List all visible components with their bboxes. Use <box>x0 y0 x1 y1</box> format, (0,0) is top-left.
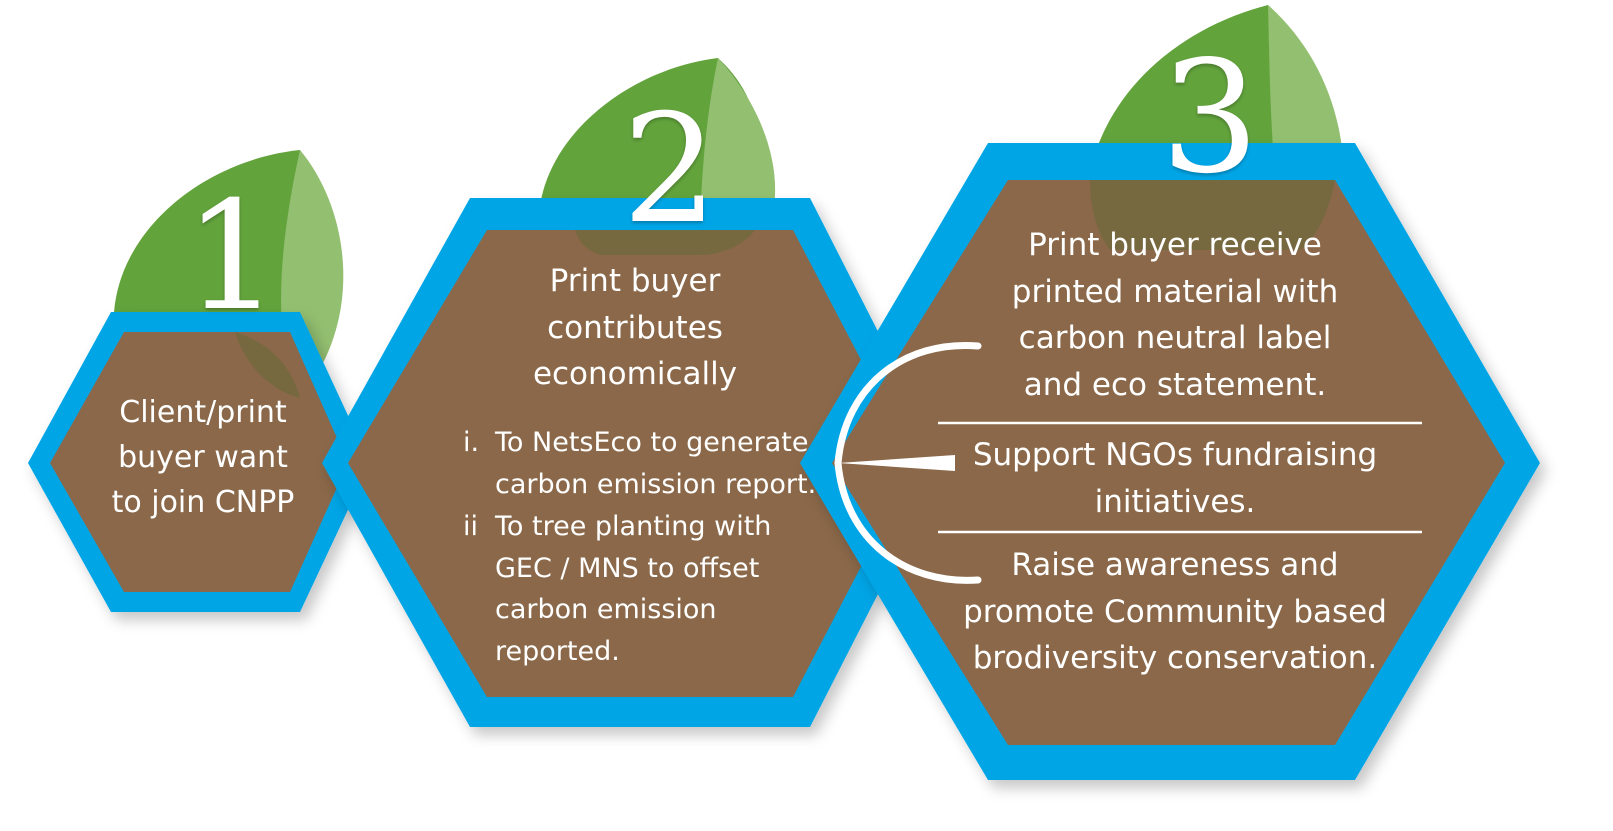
step-2-heading-line: contributes <box>547 309 723 346</box>
benefit-line: Raise awareness and <box>1011 547 1339 583</box>
step-1-text: Client/print buyer want to join CNPP <box>88 390 318 525</box>
list-item-line: carbon emission report. <box>495 468 817 500</box>
list-marker: ii <box>463 510 479 542</box>
step-2-heading-line: economically <box>532 356 738 392</box>
benefit-line: brodiversity conservation. <box>972 640 1378 676</box>
step-number-1: 1 <box>184 170 280 344</box>
step-number-3: 3 <box>1160 27 1260 208</box>
hexagon-step-2 <box>322 198 945 727</box>
benefit-line: and eco statement. <box>1023 366 1327 403</box>
step-2-heading: Print buyer contributes economically <box>500 258 770 398</box>
list-item-line: To NetsEco to generate <box>495 427 809 458</box>
benefit-line: promote Community based <box>963 593 1387 630</box>
benefit-line: Support NGOs fundraising <box>972 437 1378 473</box>
hexagon-step-3 <box>800 143 1540 780</box>
step-1-line: to join CNPP <box>111 485 295 520</box>
step-1-line: buyer want <box>118 440 288 475</box>
benefit-1: Print buyer receive printed material wit… <box>975 222 1375 408</box>
list-marker: i. <box>463 427 480 458</box>
benefit-line: Print buyer receive <box>1028 227 1322 263</box>
step-2-heading-line: Print buyer <box>549 263 721 299</box>
step-number-2: 2 <box>622 83 718 257</box>
connector-arrows <box>834 341 982 584</box>
step-2-list: i. To NetsEco to generate carbon emissio… <box>463 422 823 673</box>
list-item: i. To NetsEco to generate carbon emissio… <box>463 422 823 506</box>
benefit-2: Support NGOs fundraising initiatives. <box>960 432 1390 525</box>
list-item-line: reported. <box>495 636 620 668</box>
benefit-line: initiatives. <box>1094 483 1256 520</box>
benefit-line: carbon neutral label <box>1018 320 1332 356</box>
list-item-line: carbon emission <box>495 594 717 626</box>
list-item-line: To tree planting with <box>495 510 772 542</box>
benefit-3: Raise awareness and promote Community ba… <box>955 542 1395 682</box>
step-1-line: Client/print <box>119 395 287 430</box>
list-item-line: GEC / MNS to offset <box>495 552 760 584</box>
benefit-line: printed material with <box>1011 273 1339 310</box>
list-item: ii To tree planting with GEC / MNS to of… <box>463 506 823 673</box>
